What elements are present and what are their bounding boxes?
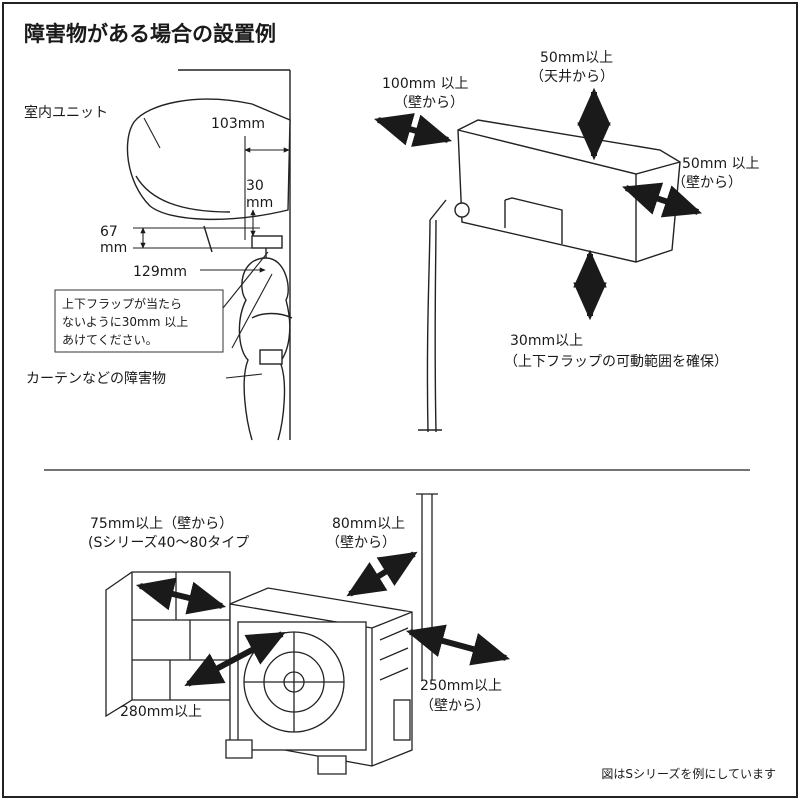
outdoor-left-clearance-a: 75mm以上（壁から） <box>90 516 233 532</box>
outdoor-back-clearance-b: （壁から） <box>326 535 396 551</box>
flap-note-line1: 上下フラップが当たら <box>62 296 182 311</box>
indoor-bottom-clearance-b: （上下フラップの可動範囲を確保） <box>504 353 728 370</box>
dim-67mm-label-b: mm <box>100 240 127 256</box>
dim-103mm-label: 103mm <box>211 116 265 132</box>
page-title: 障害物がある場合の設置例 <box>24 22 276 46</box>
flap-note-line3: あけてください。 <box>62 333 158 347</box>
indoor-top-clearance-b: （天井から） <box>530 69 614 85</box>
indoor-right-clearance-b: （壁から） <box>672 175 742 191</box>
dim-129mm-label: 129mm <box>133 264 187 280</box>
dim-30mm-label-a: 30 <box>246 178 264 194</box>
indoor-unit-perspective <box>418 119 681 433</box>
indoor-top-clearance-a: 50mm以上 <box>540 50 613 66</box>
indoor-clearance-arrows <box>373 87 702 321</box>
indoor-dimension-lines <box>133 117 290 379</box>
dim-30mm-label-b: mm <box>246 195 273 211</box>
indoor-unit-side <box>126 98 291 221</box>
indoor-left-clearance-b: （壁から） <box>394 95 464 111</box>
drain-hose <box>426 219 431 433</box>
dim-67mm-label-a: 67 <box>100 224 118 240</box>
indoor-left-clearance-a: 100mm 以上 <box>382 76 468 92</box>
indoor-unit-label: 室内ユニット <box>24 104 108 121</box>
indoor-side-detail <box>126 69 293 441</box>
indoor-right-clearance-a: 50mm 以上 <box>682 156 760 172</box>
outdoor-clearance-arrows <box>135 551 511 687</box>
outdoor-right-clearance-b: （壁から） <box>420 698 490 714</box>
indoor-bottom-clearance-a: 30mm以上 <box>510 333 583 349</box>
flap-note-box <box>54 289 224 353</box>
outdoor-front-clearance: 280mm以上 <box>120 704 202 720</box>
curtain <box>238 257 267 441</box>
outdoor-right-clearance-a: 250mm以上 <box>420 678 502 694</box>
footnote: 図はSシリーズを例にしています <box>601 766 776 781</box>
flap-note-line2: ないように30mm 以上 <box>62 315 188 329</box>
outdoor-left-clearance-b: (Sシリーズ40～80タイプ <box>88 535 249 551</box>
outdoor-back-clearance-a: 80mm以上 <box>332 516 405 532</box>
obstacle-label: カーテンなどの障害物 <box>26 371 166 387</box>
